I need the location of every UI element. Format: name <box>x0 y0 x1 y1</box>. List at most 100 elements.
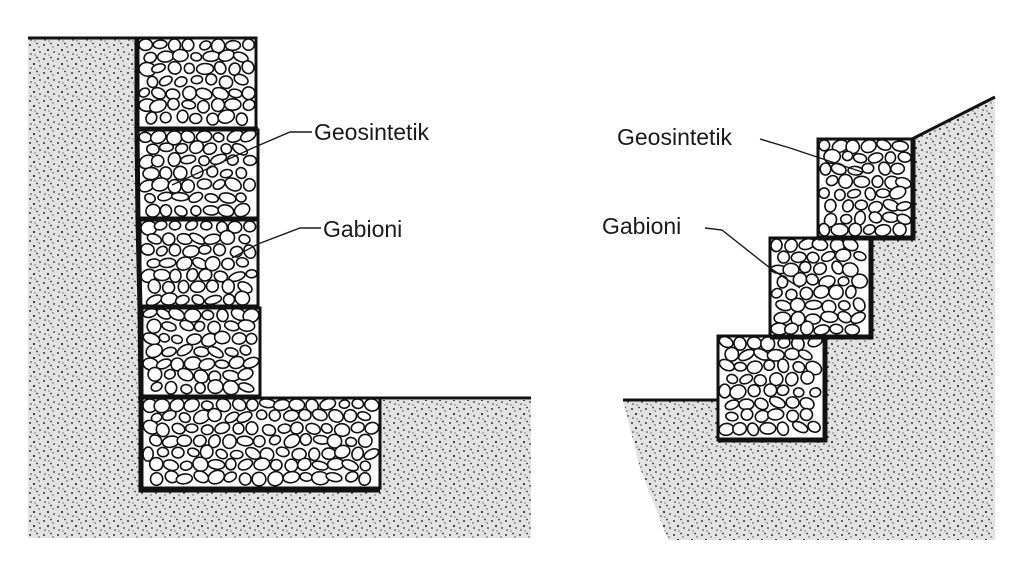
gabion-stone <box>138 131 153 144</box>
gabion-stone <box>799 286 814 301</box>
gabion-stone <box>217 204 235 218</box>
gabion-stone <box>171 422 186 435</box>
gabion-stone <box>242 98 256 112</box>
gabion-stone <box>784 347 800 361</box>
gabion-stone <box>224 411 240 424</box>
gabion-stone <box>155 358 172 370</box>
gabion-stone <box>890 162 906 175</box>
right-geosynthetic-leader <box>759 138 863 173</box>
gabion-stone <box>192 434 207 448</box>
gabion-stone <box>299 432 313 447</box>
gabion-stone <box>156 446 170 458</box>
gabion-stone <box>190 205 202 217</box>
gabion-stone <box>241 86 256 101</box>
gabion-stone <box>841 150 854 162</box>
gabion-stone <box>226 154 240 166</box>
gabion-stone <box>759 421 777 435</box>
left-gabion-label: Gabioni <box>323 216 402 242</box>
gabion-stone <box>146 233 163 245</box>
gabion-stone <box>782 262 800 278</box>
gabion-stone <box>207 458 226 471</box>
gabion-stone <box>150 154 165 168</box>
gabion-stone <box>245 268 258 279</box>
gabion-stone <box>364 421 380 435</box>
gabion-stone <box>277 423 292 434</box>
gabion-stone <box>215 397 232 413</box>
gabion-stone <box>219 168 234 179</box>
gabion-stone <box>168 243 182 257</box>
gabion-stone <box>768 372 784 387</box>
gabion-stone <box>188 140 205 155</box>
gabion-stone <box>202 204 220 216</box>
gabion-stone <box>777 358 790 374</box>
gabion-stone <box>776 275 789 289</box>
gabion-stone <box>724 346 740 362</box>
gabion-stone <box>237 458 254 471</box>
gabion-stone <box>223 471 238 483</box>
gabion-stone <box>343 408 358 423</box>
gabion-stone <box>252 434 266 448</box>
gabion-stone <box>768 395 786 409</box>
gabion-stone <box>181 99 197 110</box>
gabion-stone <box>804 299 823 311</box>
gabion-stone <box>328 408 344 423</box>
gabion-stone <box>176 109 189 124</box>
gabion-stone <box>174 205 188 217</box>
gabion-stone <box>853 175 871 189</box>
gabion-stone <box>305 422 322 435</box>
gabion-stone <box>253 457 271 471</box>
right-gabion-leader <box>704 227 801 289</box>
gabion-stone <box>790 251 807 264</box>
gabion-stone <box>732 421 748 436</box>
gabion-stone <box>824 198 837 213</box>
gabion-stone <box>228 355 245 370</box>
gabion-stone <box>218 75 234 90</box>
gabion-stone <box>212 243 227 257</box>
gabion-stone <box>837 173 854 189</box>
left-gabion-leader <box>231 227 321 259</box>
gabion-stone <box>754 397 769 411</box>
gabion-stone <box>244 446 262 461</box>
gabion-stone <box>170 191 190 202</box>
gabion-stone <box>718 358 735 372</box>
gabion-stone <box>784 371 799 387</box>
gabion-stone <box>214 421 231 435</box>
gabion-stone <box>236 410 253 424</box>
gabion-stone <box>825 174 839 187</box>
gabion-stone <box>359 460 372 472</box>
gabion-stone <box>850 311 866 325</box>
gabion-stone <box>828 284 844 301</box>
gabion-stone <box>194 381 206 395</box>
gabion-stone <box>729 384 747 400</box>
gabion-stone <box>193 320 206 332</box>
gabion-stone <box>206 165 219 178</box>
gabion-stone <box>214 359 230 370</box>
gabion-stone <box>158 142 175 153</box>
gabion-stone <box>261 423 277 437</box>
gabion-stone <box>213 330 231 345</box>
gabion-stone <box>145 343 163 359</box>
gabion-stone <box>818 275 836 289</box>
gabion-stone <box>776 384 790 397</box>
gabion-stone <box>766 348 785 362</box>
gabion-stone <box>224 457 237 471</box>
gabion-stone <box>191 294 205 306</box>
gabion-stone <box>763 359 776 372</box>
gabion-stone <box>358 471 372 487</box>
gabion-stone <box>207 378 224 395</box>
gabion-stone <box>148 456 164 472</box>
gabion-stone <box>217 109 236 124</box>
gabion-stone <box>162 459 180 472</box>
gabion-stone <box>169 397 185 413</box>
gabion-stone <box>833 188 846 202</box>
gabion-stone <box>150 381 163 392</box>
gabion-stone <box>237 382 255 393</box>
gabion-stone <box>196 99 211 114</box>
gabion-stone <box>837 300 851 311</box>
gabion-stone <box>861 162 875 175</box>
gabion-stone <box>812 262 828 276</box>
gabion-stone <box>746 422 760 437</box>
gabion-stone <box>235 192 247 203</box>
gabion-stone <box>237 367 254 381</box>
